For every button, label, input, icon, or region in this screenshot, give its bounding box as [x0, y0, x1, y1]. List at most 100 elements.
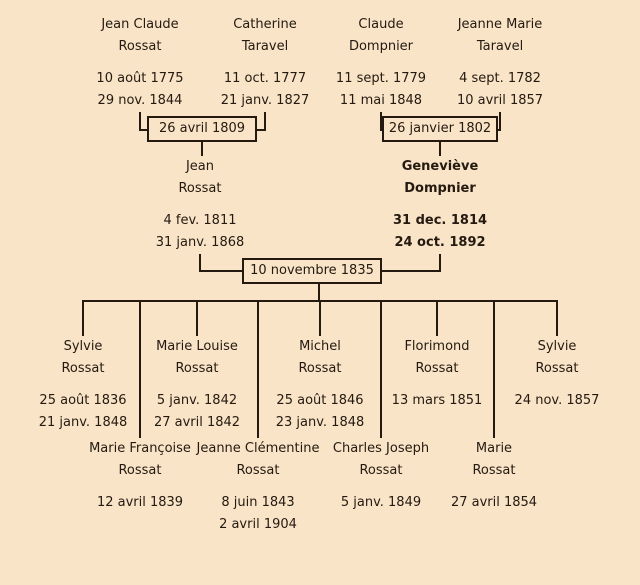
person-birth-date: 4 sept. 1782: [459, 71, 541, 86]
person-name-line: Rossat: [236, 463, 280, 478]
person-name-line: Taravel: [241, 39, 289, 54]
person-birth-date: 13 mars 1851: [391, 393, 483, 408]
person-name: Jeanne Marie Taravel: [438, 14, 562, 58]
person-node-genevieve-dompnier: Geneviève Dompnier 31 dec. 1814 24 oct. …: [378, 156, 502, 254]
person-death-date: 24 oct. 1892: [394, 235, 486, 250]
person-name: Jean Rossat: [138, 156, 262, 200]
person-death-date: 21 janv. 1848: [38, 415, 128, 430]
person-node-florimond-rossat: Florimond Rossat 13 mars 1851: [375, 336, 499, 412]
person-dates: 31 dec. 1814 24 oct. 1892: [378, 210, 502, 254]
person-name-line: Marie: [475, 441, 513, 456]
connector-line: [139, 112, 141, 131]
person-dates: 11 sept. 1779 11 mai 1848: [319, 68, 443, 112]
person-dates: 4 fev. 1811 31 janv. 1868: [138, 210, 262, 254]
person-name-line: Rossat: [118, 39, 162, 54]
person-node-jeanne-marie-taravel: Jeanne Marie Taravel 4 sept. 1782 10 avr…: [438, 14, 562, 112]
person-name-line: Sylvie: [63, 339, 103, 354]
connector-line: [439, 142, 441, 156]
person-name: Jean Claude Rossat: [78, 14, 202, 58]
person-name-line: Catherine: [233, 17, 297, 32]
person-name: Claude Dompnier: [319, 14, 443, 58]
connector-line: [199, 254, 201, 272]
connector-line: [556, 300, 558, 336]
person-name-line: Michel: [299, 339, 341, 354]
person-name: Charles Joseph Rossat: [306, 438, 456, 482]
person-name-line: Dompnier: [404, 181, 476, 196]
person-name: Geneviève Dompnier: [378, 156, 502, 200]
person-name: Marie Françoise Rossat: [65, 438, 215, 482]
connector-line: [82, 300, 84, 336]
person-birth-date: 25 août 1846: [276, 393, 364, 408]
person-dates: 11 oct. 1777 21 janv. 1827: [203, 68, 327, 112]
person-node-marie-rossat: Marie Rossat 27 avril 1854: [419, 438, 569, 514]
connector-line: [264, 112, 266, 131]
person-name-line: Jean Claude: [101, 17, 179, 32]
person-name: Sylvie Rossat: [495, 336, 619, 380]
person-dates: 12 avril 1839: [65, 492, 215, 514]
marriage-date-box: 26 avril 1809: [147, 116, 257, 142]
person-node-marie-francoise-rossat: Marie Françoise Rossat 12 avril 1839: [65, 438, 215, 514]
person-name-line: Rossat: [415, 361, 459, 376]
person-name-line: Charles Joseph: [332, 441, 430, 456]
person-name-line: Rossat: [61, 361, 105, 376]
person-name-line: Taravel: [476, 39, 524, 54]
person-dates: 5 janv. 1842 27 avril 1842: [135, 390, 259, 434]
person-birth-date: 8 juin 1843: [221, 495, 295, 510]
person-dates: 4 sept. 1782 10 avril 1857: [438, 68, 562, 112]
connector-line: [380, 300, 382, 438]
connector-line: [139, 300, 141, 438]
person-name-line: Florimond: [404, 339, 470, 354]
person-name: Jeanne Clémentine Rossat: [183, 438, 333, 482]
person-dates: 25 août 1846 23 janv. 1848: [258, 390, 382, 434]
person-dates: 24 nov. 1857: [495, 390, 619, 412]
person-name-line: Marie Louise: [156, 339, 238, 354]
person-node-catherine-taravel: Catherine Taravel 11 oct. 1777 21 janv. …: [203, 14, 327, 112]
person-birth-date: 4 fev. 1811: [163, 213, 237, 228]
person-node-michel-rossat: Michel Rossat 25 août 1846 23 janv. 1848: [258, 336, 382, 434]
person-dates: 10 août 1775 29 nov. 1844: [78, 68, 202, 112]
person-death-date: 29 nov. 1844: [97, 93, 183, 108]
person-death-date: 11 mai 1848: [339, 93, 423, 108]
person-node-jeanne-clementine-rossat: Jeanne Clémentine Rossat 8 juin 1843 2 a…: [183, 438, 333, 536]
person-birth-date: 5 janv. 1842: [156, 393, 238, 408]
person-birth-date: 12 avril 1839: [96, 495, 184, 510]
person-name-line: Rossat: [535, 361, 579, 376]
marriage-date: 10 novembre 1835: [250, 263, 374, 278]
person-name-line: Rossat: [118, 463, 162, 478]
marriage-date-box: 26 janvier 1802: [382, 116, 498, 142]
person-name-line: Jeanne Clémentine: [196, 441, 320, 456]
person-name: Michel Rossat: [258, 336, 382, 380]
person-name-line: Dompnier: [348, 39, 414, 54]
marriage-date: 26 janvier 1802: [388, 121, 492, 136]
person-death-date: 2 avril 1904: [219, 517, 297, 532]
person-birth-date: 27 avril 1854: [450, 495, 538, 510]
marriage-date-box: 10 novembre 1835: [242, 258, 382, 284]
connector-line: [439, 254, 441, 272]
person-dates: 8 juin 1843 2 avril 1904: [183, 492, 333, 536]
person-death-date: 31 janv. 1868: [155, 235, 245, 250]
connector-line: [201, 142, 203, 156]
marriage-date: 26 avril 1809: [158, 121, 246, 136]
person-death-date: 27 avril 1842: [153, 415, 241, 430]
person-name: Sylvie Rossat: [21, 336, 145, 380]
person-death-date: 23 janv. 1848: [275, 415, 365, 430]
person-dates: 27 avril 1854: [419, 492, 569, 514]
person-name-line: Jeanne Marie: [457, 17, 543, 32]
person-birth-date: 11 oct. 1777: [223, 71, 307, 86]
person-node-claude-dompnier: Claude Dompnier 11 sept. 1779 11 mai 184…: [319, 14, 443, 112]
person-name-line: Rossat: [178, 181, 222, 196]
person-name-line: Sylvie: [537, 339, 577, 354]
person-death-date: 21 janv. 1827: [220, 93, 310, 108]
connector-line: [380, 112, 382, 131]
connector-line: [499, 112, 501, 131]
person-name: Marie Rossat: [419, 438, 569, 482]
person-name-line: Jean: [185, 159, 215, 174]
person-birth-date: 11 sept. 1779: [335, 71, 427, 86]
person-name: Florimond Rossat: [375, 336, 499, 380]
person-node-charles-joseph-rossat: Charles Joseph Rossat 5 janv. 1849: [306, 438, 456, 514]
connector-line: [493, 300, 495, 438]
person-dates: 5 janv. 1849: [306, 492, 456, 514]
person-name-line: Rossat: [298, 361, 342, 376]
person-dates: 13 mars 1851: [375, 390, 499, 412]
